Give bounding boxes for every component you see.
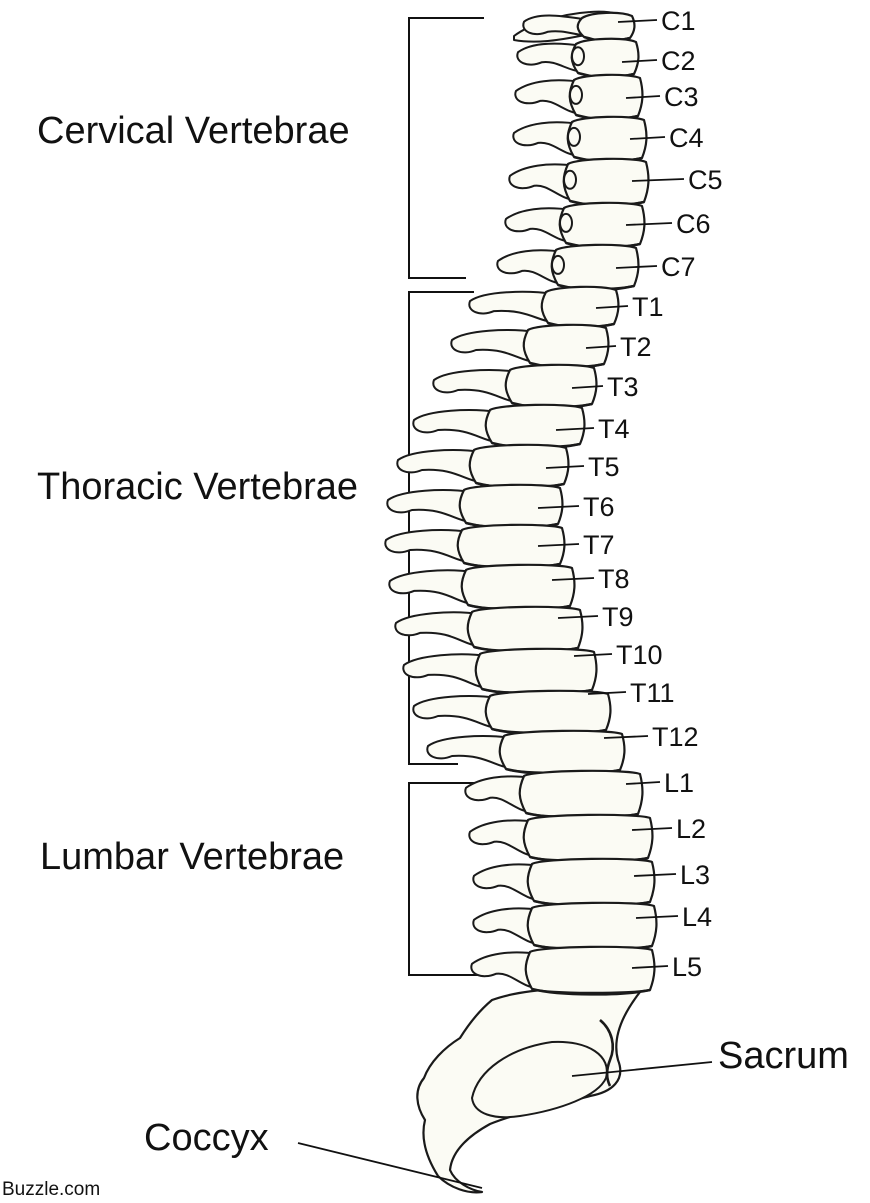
l1-body xyxy=(520,771,643,817)
vertebra-l3: L3 xyxy=(473,859,710,907)
c3-label: C3 xyxy=(664,82,699,112)
l1-label: L1 xyxy=(664,768,694,798)
l4-body xyxy=(528,903,657,949)
c7-label: C7 xyxy=(661,252,696,282)
t12-label: T12 xyxy=(652,722,699,752)
t11-label: T11 xyxy=(630,678,675,708)
t8-body xyxy=(462,565,575,609)
t10-label: T10 xyxy=(616,640,663,670)
vertebra-l5: L5 xyxy=(471,947,702,995)
vertebra-c5: C5 xyxy=(509,159,722,207)
t2-body xyxy=(524,325,609,367)
cervical-label: Cervical Vertebrae xyxy=(37,110,350,152)
t3-label: T3 xyxy=(607,372,639,402)
lumbar-label: Lumbar Vertebrae xyxy=(40,836,344,878)
vertebra-layer: C1C2C3C4C5C6C7T1T2T3T4T5T6T7T8T9T10T11T1… xyxy=(385,6,722,994)
vertebra-c6: C6 xyxy=(505,203,710,249)
l4-label: L4 xyxy=(682,902,712,932)
vertebra-t12: T12 xyxy=(427,722,698,774)
c4-label: C4 xyxy=(669,123,704,153)
vertebra-t3: T3 xyxy=(433,365,638,409)
coccyx-label: Coccyx xyxy=(144,1117,269,1159)
c2-label: C2 xyxy=(661,46,696,76)
t3-body xyxy=(506,365,597,407)
vertebra-c2: C2 xyxy=(517,39,695,79)
vertebra-l2: L2 xyxy=(469,814,706,862)
c6-foramen xyxy=(560,214,572,232)
thoracic-label: Thoracic Vertebrae xyxy=(37,466,358,508)
vertebra-l4: L4 xyxy=(473,902,712,950)
l3-label: L3 xyxy=(680,860,710,890)
sacrum-label: Sacrum xyxy=(718,1035,849,1077)
c5-label: C5 xyxy=(688,165,723,195)
vertebra-t1: T1 xyxy=(469,287,663,329)
vertebra-l1: L1 xyxy=(465,768,694,818)
vertebra-c4: C4 xyxy=(513,117,703,163)
t6-body xyxy=(460,485,563,527)
l3-body xyxy=(528,859,655,905)
vertebra-t5: T5 xyxy=(397,445,619,489)
vertebra-t8: T8 xyxy=(389,564,629,610)
t9-label: T9 xyxy=(602,602,634,632)
c5-foramen xyxy=(564,171,576,189)
vertebra-t4: T4 xyxy=(413,405,629,449)
l2-body xyxy=(524,815,653,861)
credit-text: Buzzle.com xyxy=(2,1179,100,1198)
t5-label: T5 xyxy=(588,452,620,482)
c2-foramen xyxy=(572,47,584,65)
t1-label: T1 xyxy=(632,292,664,322)
t4-label: T4 xyxy=(598,414,630,444)
cervical-bracket xyxy=(409,18,484,278)
c4-foramen xyxy=(568,128,580,146)
l5-body xyxy=(526,947,655,993)
t4-body xyxy=(486,405,585,447)
c3-foramen xyxy=(570,86,582,104)
c6-label: C6 xyxy=(676,209,711,239)
t9-body xyxy=(468,607,583,651)
vertebra-t2: T2 xyxy=(451,325,651,369)
l2-label: L2 xyxy=(676,814,706,844)
c1-label: C1 xyxy=(661,6,696,36)
vertebra-t7: T7 xyxy=(385,525,614,569)
t2-label: T2 xyxy=(620,332,652,362)
vertebra-c3: C3 xyxy=(515,75,698,121)
vertebra-t6: T6 xyxy=(387,485,614,529)
vertebra-t9: T9 xyxy=(395,602,633,652)
vertebra-t10: T10 xyxy=(403,640,662,694)
c7-foramen xyxy=(552,256,564,274)
t6-label: T6 xyxy=(583,492,615,522)
t5-body xyxy=(470,445,569,487)
sacrum-coccyx xyxy=(298,988,712,1192)
l5-label: L5 xyxy=(672,952,702,982)
vertebra-c7: C7 xyxy=(497,245,695,291)
t11-body xyxy=(486,691,611,733)
t7-label: T7 xyxy=(583,530,615,560)
t8-label: T8 xyxy=(598,564,630,594)
